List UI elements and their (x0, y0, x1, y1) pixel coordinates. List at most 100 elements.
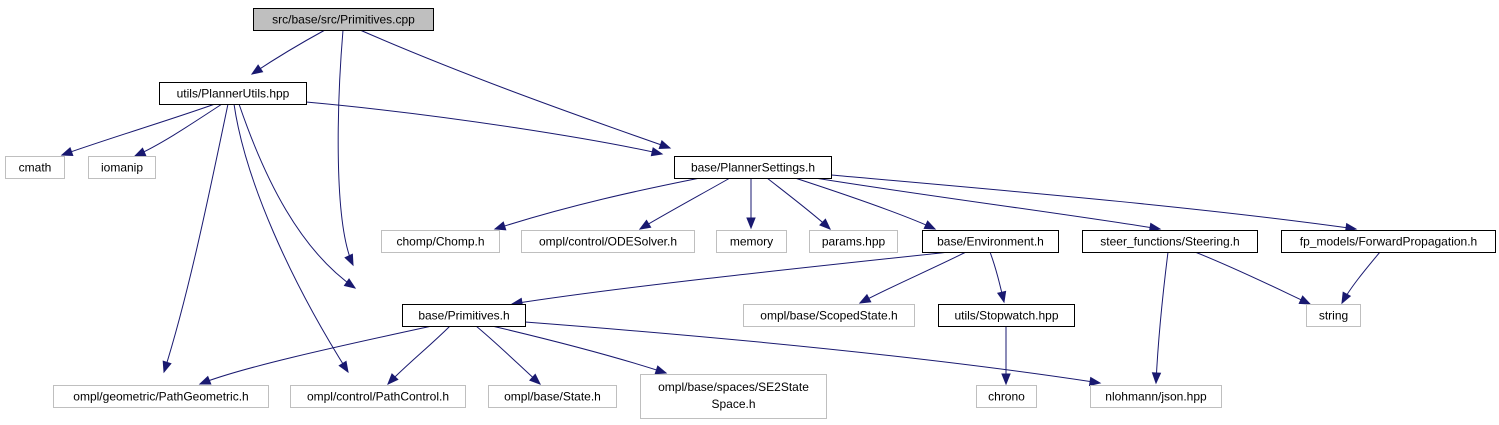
arrowhead-icon (923, 220, 937, 230)
node-state[interactable]: ompl/base/State.h (488, 385, 617, 408)
edge-planner_settings-to-chomp (493, 177, 701, 231)
node-box (381, 230, 500, 253)
node-iomanip[interactable]: iomanip (88, 156, 156, 179)
node-path-geometric[interactable]: ompl/geometric/PathGeometric.h (53, 385, 269, 408)
arrowhead-icon (133, 147, 147, 157)
node-string[interactable]: string (1306, 304, 1361, 327)
edge-line (794, 177, 936, 230)
edge-planner_utils-to-planner_settings (305, 101, 664, 157)
arrowhead-icon (338, 360, 349, 374)
node-chrono[interactable]: chrono (976, 385, 1037, 408)
edge-planner_utils-to-primitives_h (238, 103, 357, 289)
node-label: base/Environment.h (937, 235, 1044, 249)
edge-line (199, 325, 433, 385)
edge-steering-to-string (1194, 251, 1312, 305)
edge-line (766, 177, 831, 230)
node-label: iomanip (101, 161, 143, 175)
edge-primitives_h-to-path_control (387, 325, 451, 385)
node-label: ompl/control/ODESolver.h (539, 235, 677, 249)
edge-planner_utils-to-path_control (233, 103, 349, 374)
node-label: steer_functions/Steering.h (1100, 235, 1239, 249)
node-stopwatch[interactable]: utils/Stopwatch.hpp (938, 304, 1075, 327)
edge-primitives_cpp-to-planner_utils (250, 29, 326, 75)
node-box (743, 304, 915, 327)
node-primitives-h[interactable]: base/Primitives.h (402, 304, 526, 327)
edge-line (238, 103, 356, 289)
edge-line (134, 103, 223, 157)
node-label: nlohmann/json.hpp (1105, 390, 1207, 404)
node-box (290, 385, 466, 408)
edge-environment-to-scoped_state (858, 251, 967, 304)
edge-line (494, 177, 701, 230)
edge-line (233, 103, 349, 373)
node-forward-prop[interactable]: fp_models/ForwardPropagation.h (1281, 230, 1496, 253)
edge-line (251, 29, 326, 75)
node-box (402, 304, 526, 327)
node-chomp[interactable]: chomp/Chomp.h (381, 230, 500, 253)
node-label: memory (730, 235, 773, 249)
edge-primitives_h-to-json (524, 321, 1102, 387)
arrowhead-icon (493, 221, 507, 231)
edge-primitives_cpp-to-primitives_h (337, 29, 354, 267)
edge-line (511, 251, 951, 305)
edge-primitives_h-to-se2 (491, 325, 668, 375)
edge-line (814, 177, 1161, 230)
node-json[interactable]: nlohmann/json.hpp (1090, 385, 1222, 408)
node-primitives-cpp[interactable]: src/base/src/Primitives.cpp (253, 8, 434, 31)
node-box (976, 385, 1037, 408)
edge-line (1155, 251, 1169, 384)
node-box (88, 156, 156, 179)
edge-planner_utils-to-path_geometric (162, 103, 229, 374)
edge-stopwatch-to-chrono (1001, 326, 1011, 386)
node-planner-utils[interactable]: utils/PlannerUtils.hpp (159, 82, 307, 105)
node-memory[interactable]: memory (716, 230, 787, 253)
edge-line (830, 174, 1357, 230)
node-box (640, 374, 827, 419)
node-label: src/base/src/Primitives.cpp (272, 13, 415, 27)
node-box (674, 156, 832, 179)
edge-line (1194, 251, 1311, 305)
arrowhead-icon (650, 147, 664, 157)
arrowhead-icon (162, 360, 172, 374)
node-steering[interactable]: steer_functions/Steering.h (1082, 230, 1258, 253)
edge-line (359, 29, 671, 149)
node-cmath[interactable]: cmath (5, 156, 65, 179)
edge-line (859, 251, 967, 304)
node-scoped-state[interactable]: ompl/base/ScopedState.h (743, 304, 915, 327)
node-label: utils/Stopwatch.hpp (954, 309, 1058, 323)
arrowhead-icon (60, 147, 74, 156)
node-box (938, 304, 1075, 327)
arrowhead-icon (654, 365, 668, 375)
edge-environment-to-primitives_h (510, 251, 951, 308)
node-box (53, 385, 269, 408)
edge-primitives_h-to-state (475, 325, 542, 385)
arrowhead-icon (996, 290, 1007, 304)
arrowhead-icon (198, 375, 212, 385)
node-odesolver[interactable]: ompl/control/ODESolver.h (521, 230, 695, 253)
node-params[interactable]: params.hpp (809, 230, 898, 253)
arrowhead-icon (387, 373, 399, 385)
node-label: chrono (988, 390, 1025, 404)
node-environment[interactable]: base/Environment.h (922, 230, 1059, 253)
arrowhead-icon (746, 217, 756, 230)
arrowhead-icon (638, 219, 652, 230)
node-label: base/PlannerSettings.h (691, 161, 815, 175)
arrowhead-icon (250, 64, 264, 75)
node-box (1306, 304, 1361, 327)
node-label: ompl/geometric/PathGeometric.h (73, 390, 248, 404)
node-label: cmath (19, 161, 52, 175)
edge-planner_settings-to-steering (814, 177, 1162, 233)
edge-line (163, 103, 229, 373)
node-planner-settings[interactable]: base/PlannerSettings.h (674, 156, 832, 179)
edge-line (61, 103, 216, 156)
edge-line (305, 101, 663, 155)
node-label: ompl/base/spaces/SE2State (658, 380, 809, 394)
arrowhead-icon (1088, 376, 1102, 387)
edge-planner_settings-to-params (766, 177, 831, 230)
node-path-control[interactable]: ompl/control/PathControl.h (290, 385, 466, 408)
node-box (159, 82, 307, 105)
node-box (5, 156, 65, 179)
edge-planner_utils-to-cmath (60, 103, 216, 156)
